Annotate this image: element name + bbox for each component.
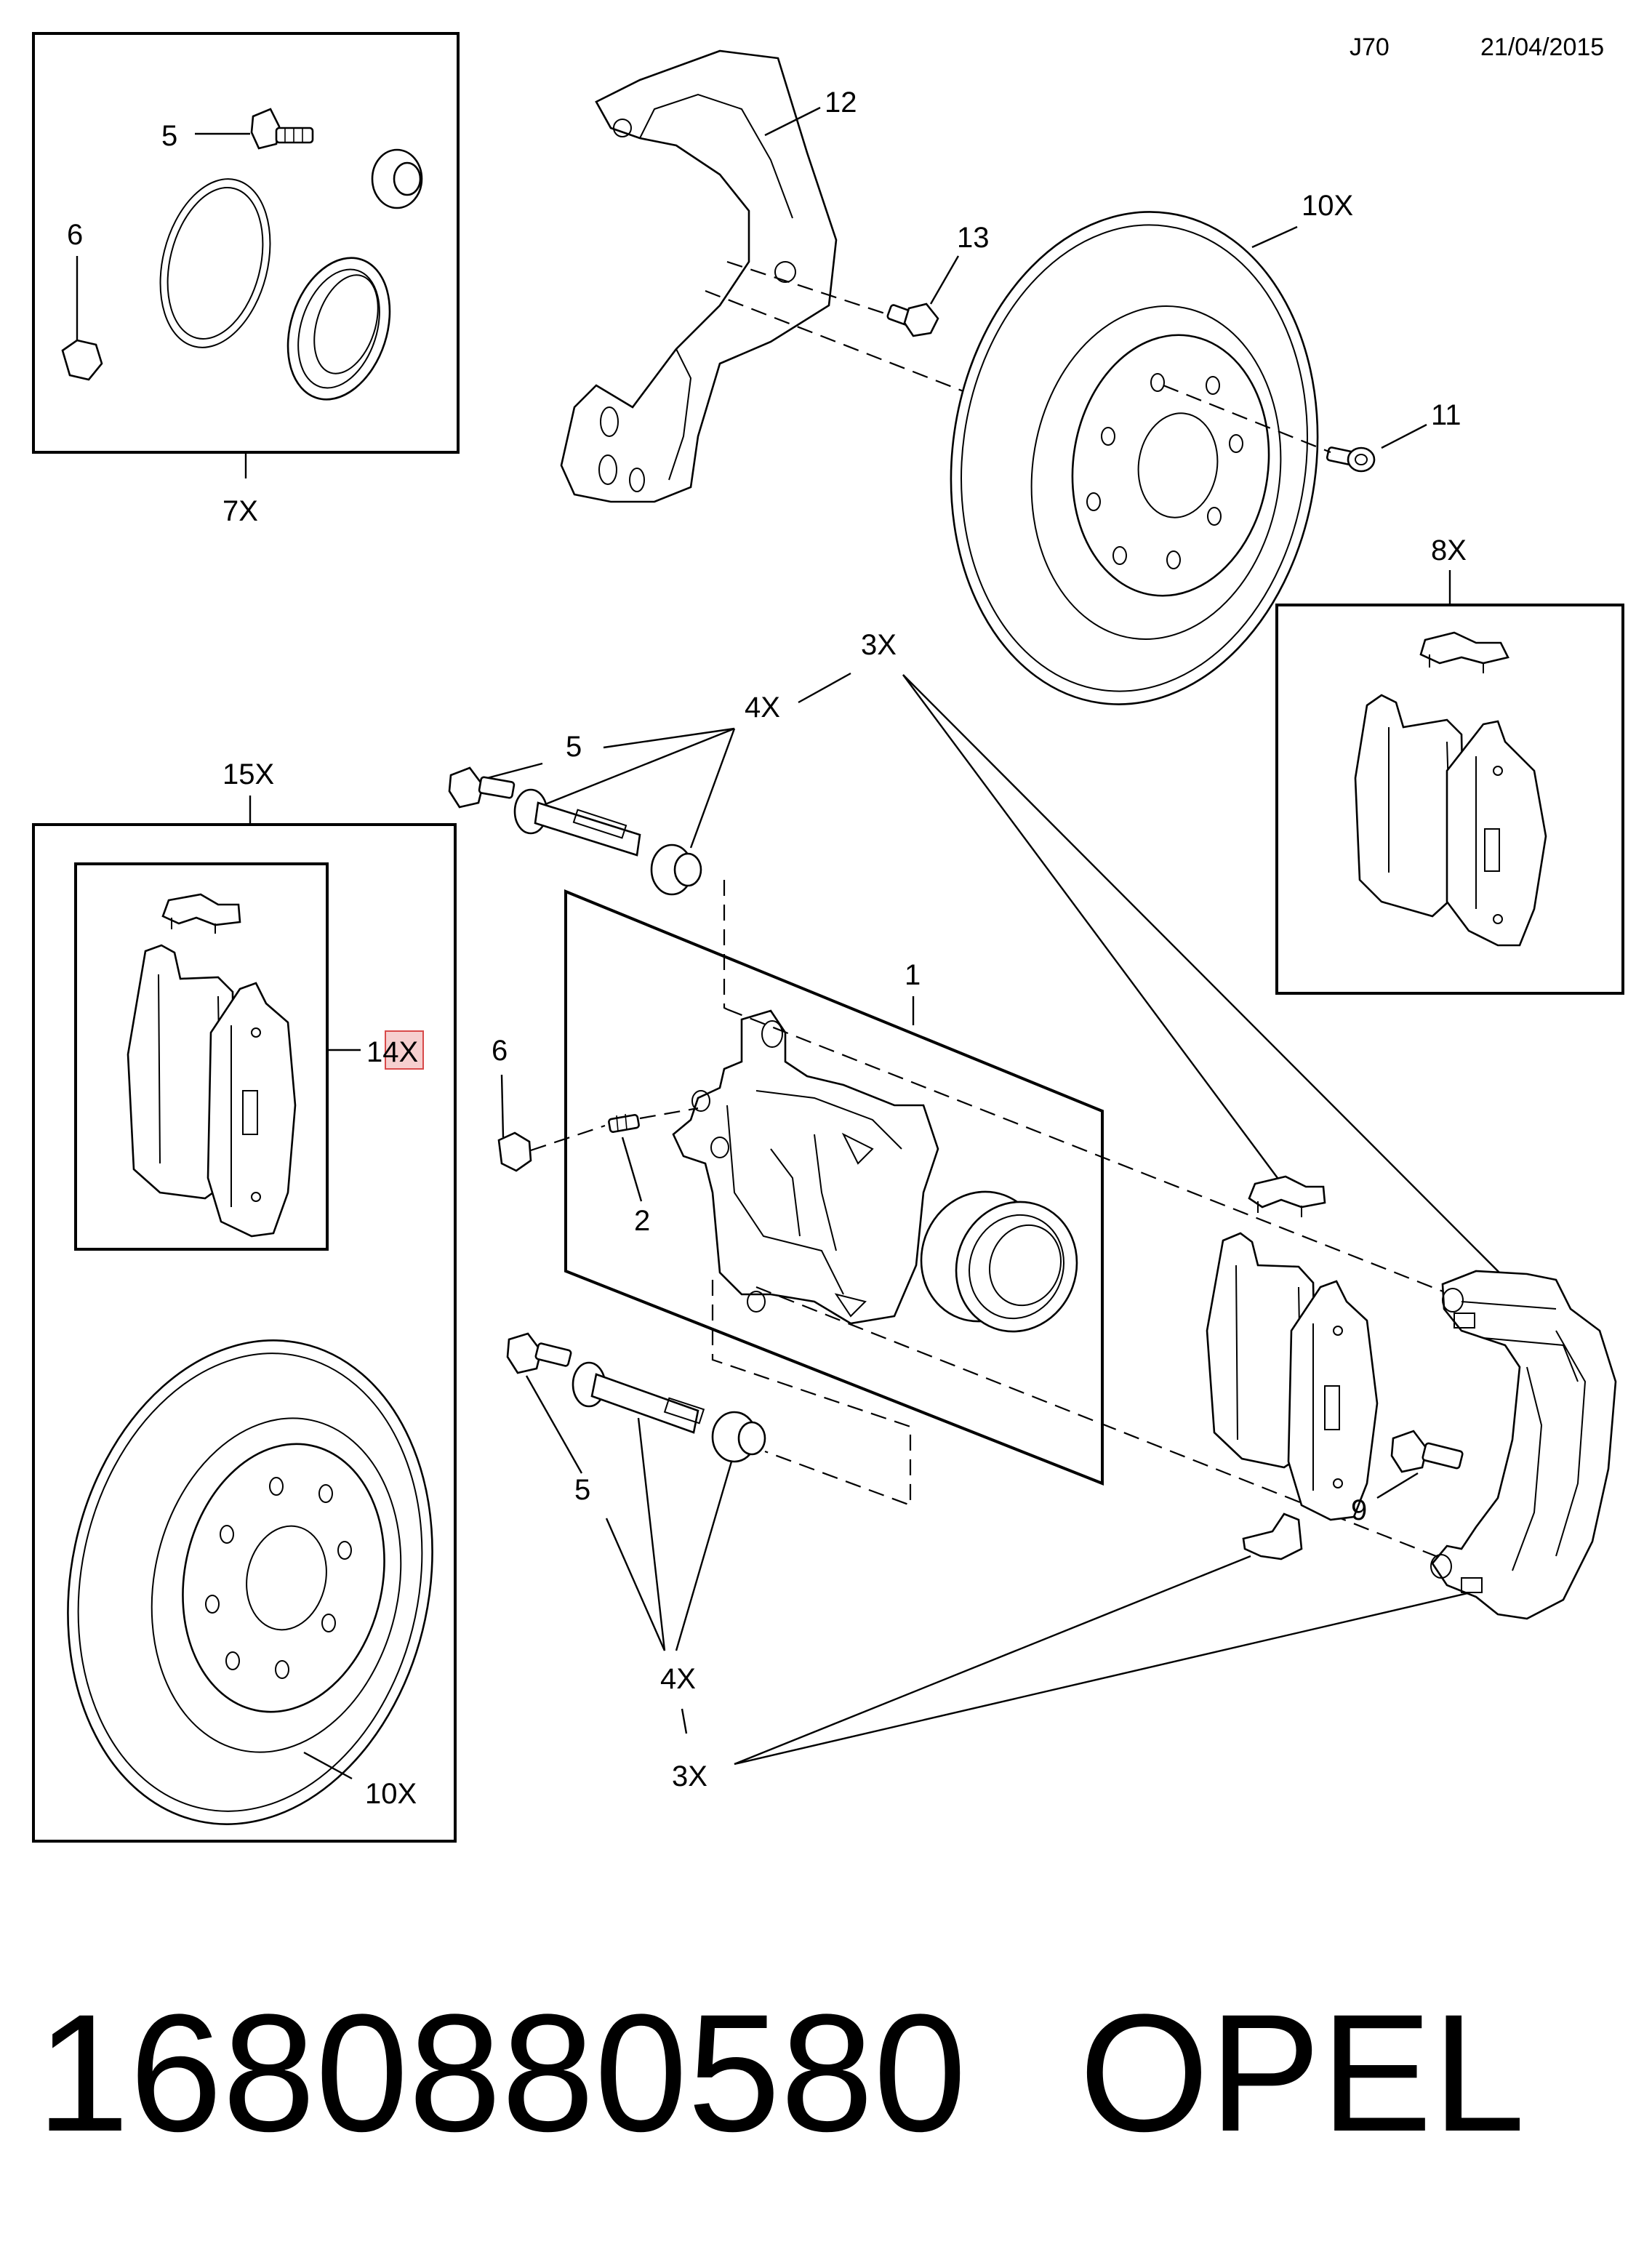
kit-box-8x [1275, 604, 1624, 995]
label-12: 12 [825, 87, 857, 119]
guide-bushing-upper [650, 843, 702, 896]
guide-bushing-lower [711, 1411, 766, 1463]
bleeder-cap-mid [497, 1131, 532, 1172]
label-13: 13 [957, 222, 990, 254]
label-3x-lower: 3X [672, 1760, 707, 1792]
bolt-5-top [250, 108, 314, 150]
label-7x: 7X [222, 495, 258, 527]
label-14x: 14X [366, 1036, 418, 1068]
bleeder-valve-2 [608, 1113, 640, 1134]
dust-cap-top [371, 148, 423, 209]
label-10x-lower: 10X [365, 1778, 417, 1810]
label-1: 1 [905, 959, 921, 991]
pad-clip-low [1242, 1512, 1303, 1560]
brake-pads-8x [1354, 694, 1547, 947]
kit-box-15x [32, 823, 457, 1843]
pad-clip-14x [161, 893, 241, 934]
label-5-mid: 5 [566, 731, 582, 763]
guide-bolt-upper [448, 766, 516, 809]
label-14x-highlight [385, 1030, 424, 1070]
brake-disc-top [950, 211, 1319, 705]
brake-pads-14x [127, 944, 297, 1238]
caliper-body [672, 1009, 939, 1325]
header-date: 21/04/2015 [1480, 33, 1604, 61]
label-4x-lower: 4X [660, 1663, 696, 1695]
label-10x-top: 10X [1302, 190, 1353, 222]
caliper-carrier [1430, 1270, 1617, 1620]
pad-clip-mid [1248, 1175, 1326, 1217]
label-6-top: 6 [67, 219, 83, 251]
guide-bolt-lower [506, 1332, 572, 1374]
part-number: 1680880580 [36, 1979, 966, 2166]
brake-disc-lower [67, 1339, 433, 1825]
label-4x-top: 4X [745, 692, 780, 724]
label-6-mid: 6 [492, 1035, 508, 1067]
caliper-piston [920, 1190, 1078, 1333]
kit-box-7x [32, 32, 460, 454]
label-2: 2 [634, 1205, 650, 1237]
carrier-bolt-9 [1390, 1430, 1464, 1473]
guide-pin-lower [572, 1361, 705, 1434]
kit-box-14x [74, 862, 329, 1251]
splash-shield-12 [560, 49, 838, 503]
bolt-13 [886, 302, 939, 337]
label-3x-top: 3X [861, 629, 897, 661]
o-ring [159, 178, 271, 348]
label-5-lower: 5 [574, 1474, 590, 1506]
header-code: J70 [1350, 33, 1390, 61]
brand-name: OPEL [1079, 1979, 1525, 2166]
bleeder-cap-top [61, 339, 103, 381]
label-5-top: 5 [161, 120, 177, 152]
pad-clip-8x [1419, 631, 1509, 673]
guide-pin-upper [513, 788, 641, 857]
label-9: 9 [1351, 1494, 1367, 1526]
dust-boot [286, 257, 391, 401]
label-11: 11 [1431, 399, 1461, 431]
label-15x: 15X [222, 758, 274, 790]
brake-pads-mid [1206, 1232, 1379, 1521]
caliper-kit-box [564, 889, 1104, 1486]
label-8x: 8X [1431, 534, 1467, 566]
screw-11 [1326, 446, 1376, 473]
